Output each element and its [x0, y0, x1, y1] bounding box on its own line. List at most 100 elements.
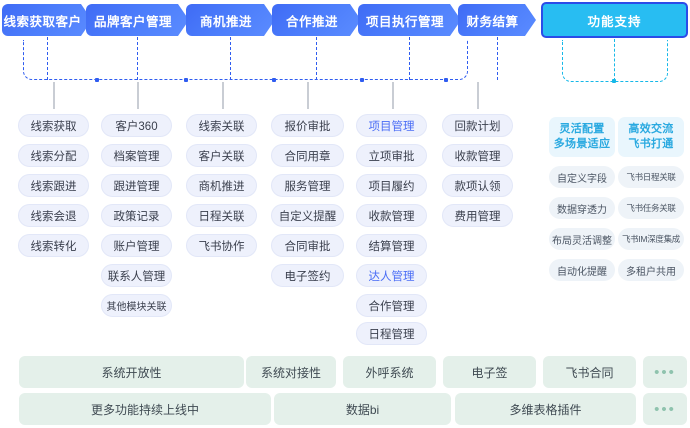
support-pill-2-2[interactable]: 飞书任务关联 — [618, 197, 684, 219]
drop-line-col-4 — [307, 82, 309, 109]
pill-col5-3[interactable]: 项目履约 — [356, 174, 427, 197]
pill-col5-5[interactable]: 结算管理 — [356, 234, 427, 257]
pill-col4-4[interactable]: 自定义提醒 — [271, 204, 344, 227]
process-step-label: 项目执行管理 — [365, 14, 444, 29]
bottom-cell-r2-c2[interactable]: 数据bi — [274, 393, 451, 425]
pill-col3-3[interactable]: 商机推进 — [186, 174, 257, 197]
pill-label: 跟进管理 — [113, 180, 160, 193]
pill-label: 联系人管理 — [107, 270, 166, 283]
bottom-cell-r2-more[interactable]: ••• — [643, 393, 687, 425]
bottom-cell-r2-c3[interactable]: 多维表格插件 — [455, 393, 636, 425]
process-step-label: 财务结算 — [466, 14, 519, 29]
process-step-label: 线索获取客户 — [3, 14, 82, 29]
pill-col6-3[interactable]: 款项认领 — [442, 174, 513, 197]
pill-col6-1[interactable]: 回款计划 — [442, 114, 513, 137]
pill-col1-3[interactable]: 线索跟进 — [18, 174, 89, 197]
pill-col4-5[interactable]: 合同审批 — [271, 234, 344, 257]
pill-label: 日程关联 — [198, 210, 245, 223]
pill-col5-8[interactable]: 日程管理 — [356, 322, 427, 345]
pill-col3-1[interactable]: 线索关联 — [186, 114, 257, 137]
pill-col2-3[interactable]: 跟进管理 — [101, 174, 172, 197]
support-pill-1-3[interactable]: 布局灵活调整 — [549, 228, 615, 250]
pill-col4-3[interactable]: 服务管理 — [271, 174, 344, 197]
pill-col2-7[interactable]: 其他模块关联 — [101, 294, 172, 317]
pill-col2-1[interactable]: 客户360 — [101, 114, 172, 137]
process-step-label: 品牌客户管理 — [93, 14, 172, 29]
pill-col2-5[interactable]: 账户管理 — [101, 234, 172, 257]
process-step-label: 商机推进 — [199, 14, 252, 29]
connector-support-stem — [614, 39, 615, 81]
pill-col1-4[interactable]: 线索会退 — [18, 204, 89, 227]
pill-col4-2[interactable]: 合同用章 — [271, 144, 344, 167]
pill-col6-4[interactable]: 费用管理 — [442, 204, 513, 227]
support-header-box[interactable]: 功能支持 — [541, 2, 688, 38]
pill-label: 线索关联 — [198, 120, 245, 133]
pill-label: 账户管理 — [113, 240, 160, 253]
process-step-label: 合作推进 — [285, 14, 338, 29]
support-pill-1-1[interactable]: 自定义字段 — [549, 166, 615, 188]
support-pill-label: 数据穿透力 — [557, 204, 607, 216]
drop-line-col-2 — [137, 82, 139, 109]
pill-col5-2[interactable]: 立项审批 — [356, 144, 427, 167]
pill-col4-1[interactable]: 报价审批 — [271, 114, 344, 137]
support-card-title-line2: 飞书打通 — [628, 138, 674, 150]
bottom-cell-r1-c1[interactable]: 系统开放性 — [19, 356, 244, 388]
support-pill-2-4[interactable]: 多租户共用 — [618, 259, 684, 281]
connector-down-5 — [409, 37, 410, 80]
process-step-5[interactable]: 项目执行管理 — [358, 4, 461, 36]
pill-col5-4[interactable]: 收款管理 — [356, 204, 427, 227]
bottom-cell-r1-c3[interactable]: 外呼系统 — [343, 356, 436, 388]
pill-col6-2[interactable]: 收款管理 — [442, 144, 513, 167]
pill-label: 合同用章 — [284, 150, 331, 163]
pill-label: 费用管理 — [454, 210, 501, 223]
bottom-cell-label: 更多功能持续上线中 — [90, 402, 199, 417]
connector-support-node — [612, 79, 616, 83]
drop-line-col-6 — [477, 82, 479, 109]
pill-col5-6[interactable]: 达人管理 — [356, 264, 427, 287]
pill-col3-2[interactable]: 客户关联 — [186, 144, 257, 167]
bottom-cell-label: 数据bi — [345, 402, 380, 417]
pill-col5-7[interactable]: 合作管理 — [356, 294, 427, 317]
pill-col4-6[interactable]: 电子签约 — [271, 264, 344, 287]
bottom-cell-r1-c2[interactable]: 系统对接性 — [246, 356, 336, 388]
pill-label: 项目管理 — [368, 120, 415, 133]
pill-label: 政策记录 — [113, 210, 160, 223]
pill-col3-4[interactable]: 日程关联 — [186, 204, 257, 227]
process-step-2[interactable]: 品牌客户管理 — [86, 4, 189, 36]
pill-col3-5[interactable]: 飞书协作 — [186, 234, 257, 257]
support-pill-2-3[interactable]: 飞书IM深度集成 — [618, 228, 684, 250]
support-card-title-line2: 多场景适应 — [553, 138, 611, 150]
process-step-4[interactable]: 合作推进 — [272, 4, 361, 36]
drop-line-col-5 — [392, 82, 394, 109]
support-pill-label: 飞书IM深度集成 — [621, 234, 681, 244]
support-card-2-header[interactable]: 高效交流 飞书打通 — [618, 117, 684, 157]
support-pill-1-4[interactable]: 自动化提醒 — [549, 259, 615, 281]
pill-col2-4[interactable]: 政策记录 — [101, 204, 172, 227]
bottom-cell-label: 外呼系统 — [365, 365, 414, 380]
pill-col2-6[interactable]: 联系人管理 — [101, 264, 172, 287]
bottom-cell-r1-more[interactable]: ••• — [643, 356, 687, 388]
pill-col1-2[interactable]: 线索分配 — [18, 144, 89, 167]
support-pill-label: 自动化提醒 — [557, 266, 607, 278]
bottom-cell-label: 系统对接性 — [260, 365, 321, 380]
support-card-1-header[interactable]: 灵活配置 多场景适应 — [549, 117, 615, 157]
process-step-3[interactable]: 商机推进 — [186, 4, 275, 36]
drop-line-col-1 — [53, 82, 55, 109]
pill-col2-2[interactable]: 档案管理 — [101, 144, 172, 167]
process-step-1[interactable]: 线索获取客户 — [2, 4, 92, 36]
bottom-cell-r2-c1[interactable]: 更多功能持续上线中 — [19, 393, 271, 425]
pill-col1-5[interactable]: 线索转化 — [18, 234, 89, 257]
pill-label: 线索会退 — [30, 210, 77, 223]
support-pill-1-2[interactable]: 数据穿透力 — [549, 197, 615, 219]
support-pill-2-1[interactable]: 飞书日程关联 — [618, 166, 684, 188]
bottom-cell-r1-c4[interactable]: 电子签 — [443, 356, 536, 388]
pill-label: 合同审批 — [284, 240, 331, 253]
pill-label: 报价审批 — [284, 120, 331, 133]
pill-col5-1[interactable]: 项目管理 — [356, 114, 427, 137]
pill-col1-1[interactable]: 线索获取 — [18, 114, 89, 137]
support-pill-label: 飞书日程关联 — [626, 172, 676, 182]
pill-label: 线索获取 — [30, 120, 77, 133]
bottom-cell-label: 飞书合同 — [565, 365, 614, 380]
process-step-6[interactable]: 财务结算 — [458, 4, 536, 36]
bottom-cell-r1-c5[interactable]: 飞书合同 — [543, 356, 636, 388]
